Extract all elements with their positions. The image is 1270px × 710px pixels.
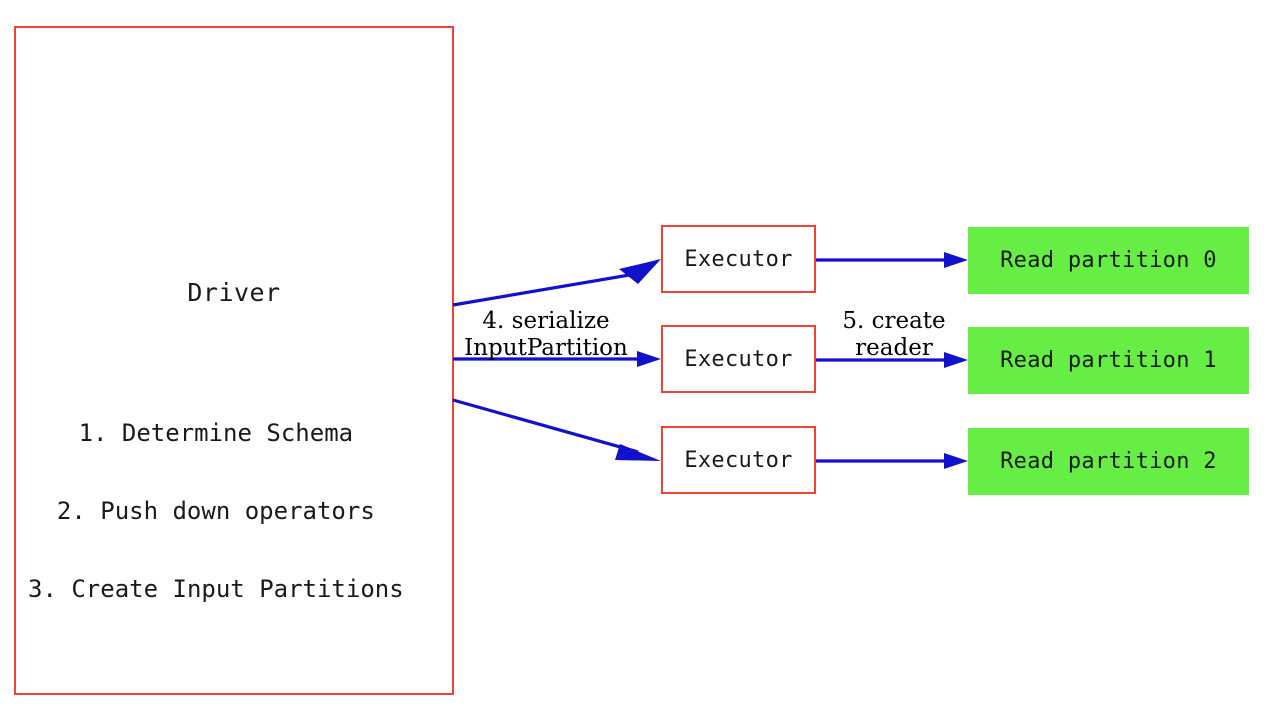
arrow-executor-0-to-partition-0 xyxy=(816,252,968,268)
executor-box-2: Executor xyxy=(661,426,816,494)
arrow-driver-to-executor-2 xyxy=(452,398,661,461)
edge-label-serialize-line1: 4. serialize xyxy=(482,308,610,334)
read-partition-box-0: Read partition 0 xyxy=(968,227,1249,294)
edge-label-serialize-line2: InputPartition xyxy=(464,335,628,361)
edge-label-create-reader-line1: 5. create xyxy=(842,308,946,334)
driver-title: Driver xyxy=(187,278,281,307)
edge-label-create-reader: 5. create reader xyxy=(820,308,968,362)
arrow-executor-2-to-partition-2 xyxy=(816,453,968,469)
edge-label-serialize: 4. serialize InputPartition xyxy=(455,308,637,362)
executor-box-0: Executor xyxy=(661,225,816,293)
driver-step-2: 2. Push down operators xyxy=(56,497,375,525)
edge-label-create-reader-line2: reader xyxy=(855,335,933,361)
driver-step-3: 3. Create Input Partitions xyxy=(28,575,404,603)
driver-step-1: 1. Determine Schema xyxy=(78,419,354,447)
arrow-driver-to-executor-0 xyxy=(452,259,661,307)
read-partition-box-1: Read partition 1 xyxy=(968,327,1249,394)
driver-box: Driver 1. Determine Schema 2. Push down … xyxy=(14,26,454,695)
driver-steps-list: 1. Determine Schema 2. Push down operato… xyxy=(28,368,404,654)
executor-box-1: Executor xyxy=(661,325,816,393)
read-partition-box-2: Read partition 2 xyxy=(968,428,1249,495)
